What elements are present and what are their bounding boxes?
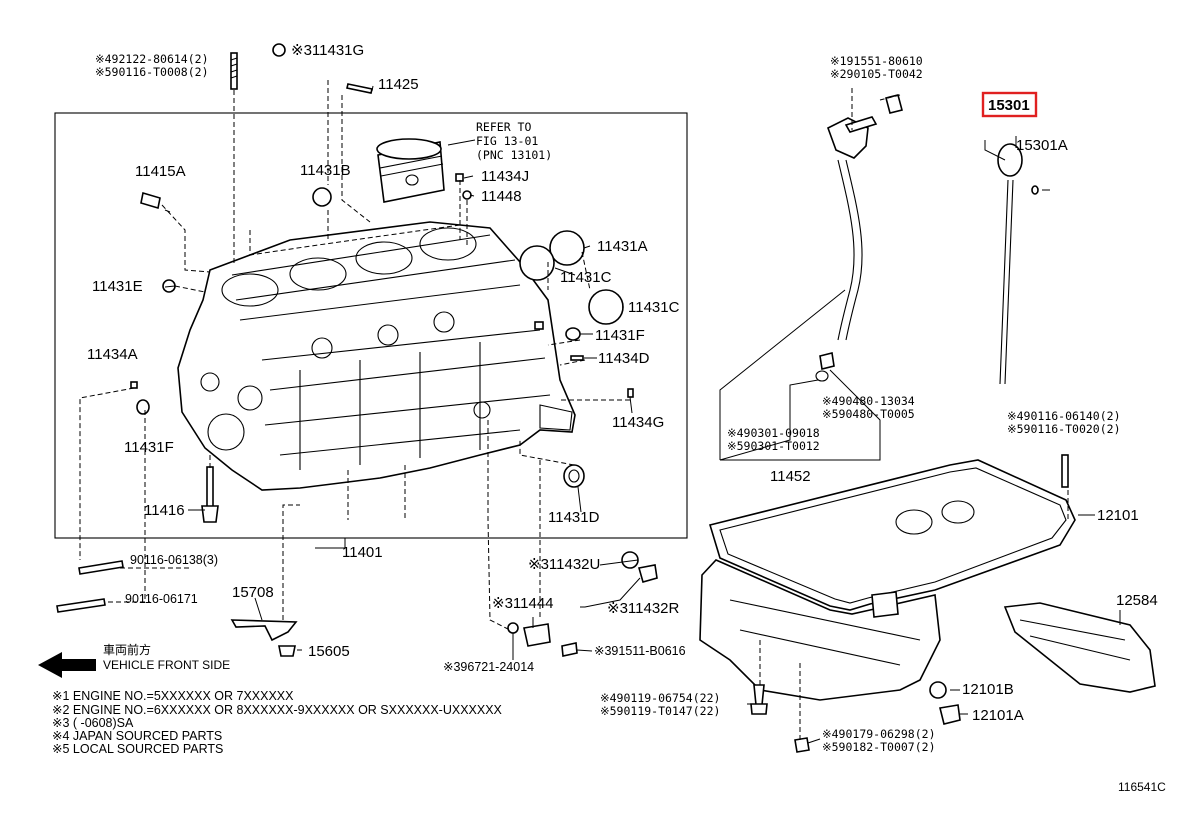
part-11416: 11416 bbox=[144, 502, 185, 519]
note-4: ※4 JAPAN SOURCED PARTS bbox=[52, 729, 222, 743]
part-11431C-upper: 11431C bbox=[560, 269, 612, 286]
vehicle-front-arrow-icon bbox=[38, 652, 96, 678]
part-15605: 15605 bbox=[308, 643, 350, 660]
part-11431D: 11431D bbox=[548, 509, 600, 526]
refer-line3: (PNC 13101) bbox=[476, 148, 552, 162]
note-5: ※5 LOCAL SOURCED PARTS bbox=[52, 742, 223, 756]
note-1: ※1 ENGINE NO.=5XXXXXX OR 7XXXXXX bbox=[52, 689, 294, 703]
part-11415A: 11415A bbox=[135, 163, 186, 180]
note-3: ※3 ( -0608)SA bbox=[52, 716, 134, 730]
gauge-guide-drawing bbox=[815, 94, 903, 382]
refer-line1: REFER TO bbox=[476, 120, 531, 134]
part-15301A: 15301A bbox=[1016, 137, 1068, 154]
note-2: ※2 ENGINE NO.=6XXXXXX OR 8XXXXXX-9XXXXXX… bbox=[52, 703, 503, 717]
piston-drawing bbox=[376, 138, 445, 203]
part-11434D: 11434D bbox=[598, 350, 650, 367]
guide-lines bbox=[79, 80, 630, 631]
part-15708: 15708 bbox=[232, 584, 274, 601]
part-11434J: 11434J bbox=[481, 168, 529, 185]
code-c5b: ※590301-T0012 bbox=[727, 439, 820, 453]
part-11431B: 11431B bbox=[300, 162, 351, 179]
part-labels: ※492122-80614(2) ※590116-T0008(2) ※31143… bbox=[87, 42, 1158, 754]
part-11431F-right: 11431F bbox=[595, 327, 645, 344]
part-12101A: 12101A bbox=[972, 707, 1024, 724]
part-11425: 11425 bbox=[378, 76, 419, 93]
figure-id: 116541C bbox=[1118, 780, 1166, 794]
code-c6b: ※590116-T0020(2) bbox=[1007, 422, 1121, 436]
footnotes: ※1 ENGINE NO.=5XXXXXX OR 7XXXXXX ※2 ENGI… bbox=[52, 689, 503, 756]
part-90116-06138: 90116-06138(3) bbox=[130, 553, 218, 567]
part-11431F-left: 11431F bbox=[124, 439, 174, 456]
code-c11: ※396721-24014 bbox=[443, 660, 534, 674]
block-small-parts bbox=[56, 43, 658, 657]
code-c3b: ※290105-T0042 bbox=[830, 67, 923, 81]
code-c4a: ※490480-13034 bbox=[822, 394, 915, 408]
vehicle-front-legend: 車両前方 VEHICLE FRONT SIDE bbox=[103, 642, 230, 672]
code-c5a: ※490301-09018 bbox=[727, 426, 820, 440]
part-90116-06171: 90116-06171 bbox=[125, 592, 198, 606]
code-c1a: ※492122-80614(2) bbox=[95, 52, 209, 66]
part-11431E: 11431E bbox=[92, 278, 143, 295]
block-group-frame bbox=[54, 112, 688, 539]
code-c8: ※311432R bbox=[607, 600, 680, 617]
code-c12a: ※490119-06754(22) bbox=[600, 691, 720, 705]
front-en: VEHICLE FRONT SIDE bbox=[103, 658, 230, 672]
oil-pan-drawing bbox=[699, 454, 1156, 753]
part-11452: 11452 bbox=[770, 468, 811, 485]
code-c9: ※311444 bbox=[492, 595, 554, 612]
part-11401: 11401 bbox=[342, 544, 383, 561]
code-c7: ※311432U bbox=[528, 556, 600, 573]
highlight-box-15301 bbox=[981, 91, 1038, 118]
part-12584: 12584 bbox=[1116, 592, 1158, 609]
code-c1b: ※590116-T0008(2) bbox=[95, 65, 209, 79]
code-c13b: ※590182-T0007(2) bbox=[822, 740, 936, 754]
dipstick-drawing bbox=[997, 143, 1039, 385]
cylinder-block-drawing bbox=[177, 221, 576, 491]
code-c13a: ※490179-06298(2) bbox=[822, 727, 936, 741]
part-12101: 12101 bbox=[1097, 507, 1139, 524]
code-c6a: ※490116-06140(2) bbox=[1007, 409, 1121, 423]
part-11448: 11448 bbox=[481, 188, 522, 205]
part-12101B: 12101B bbox=[962, 681, 1014, 698]
part-11434A: 11434A bbox=[87, 346, 138, 363]
code-c10: ※391511-B0616 bbox=[594, 644, 686, 658]
code-c3a: ※191551-80610 bbox=[830, 54, 923, 68]
code-c4b: ※590480-T0005 bbox=[822, 407, 915, 421]
part-15301[interactable]: 15301 bbox=[988, 97, 1030, 114]
code-c2: ※311431G bbox=[291, 42, 364, 59]
part-11434G: 11434G bbox=[612, 414, 664, 431]
part-11431A: 11431A bbox=[597, 238, 648, 255]
part-11431C-lower: 11431C bbox=[628, 299, 680, 316]
refer-line2: FIG 13-01 bbox=[476, 134, 538, 148]
front-jp: 車両前方 bbox=[103, 642, 151, 657]
code-c12b: ※590119-T0147(22) bbox=[600, 704, 720, 718]
